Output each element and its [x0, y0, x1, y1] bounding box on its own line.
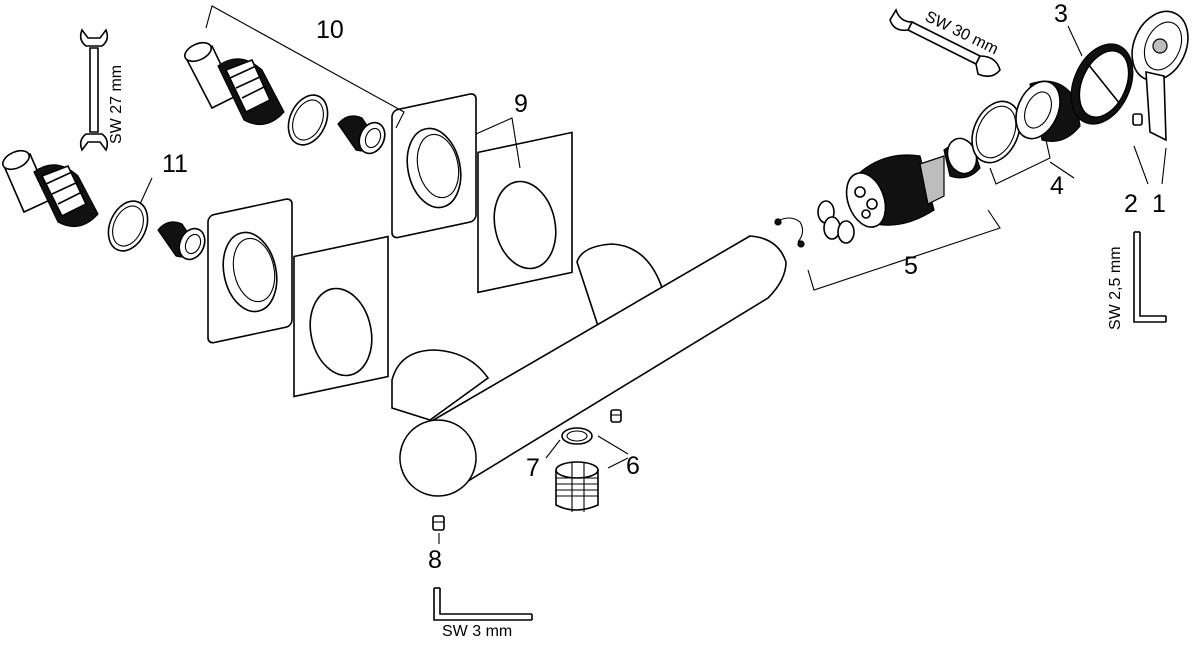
leader-lines — [139, 5, 1167, 544]
hex-key-sw25-icon — [1133, 231, 1167, 323]
tool-label-sw27: SW 27 mm — [108, 65, 125, 144]
check-valve-lower — [157, 221, 206, 261]
tool-label-sw25: SW 2,5 mm — [1107, 246, 1124, 330]
callout-6: 6 — [626, 452, 640, 480]
escutcheon-back-1 — [391, 93, 477, 239]
escutcheon-back-2 — [477, 131, 573, 294]
callout-1: 1 — [1152, 190, 1166, 218]
adapter-ring — [1015, 80, 1081, 142]
check-valve-upper — [337, 115, 386, 155]
cartridge-nut — [943, 137, 981, 179]
wrench-sw27-icon — [79, 28, 109, 152]
callout-7: 7 — [526, 454, 540, 482]
handle-grub-screw — [1132, 113, 1143, 126]
lever-handle — [1131, 10, 1189, 142]
callout-9: 9 — [514, 90, 528, 118]
escutcheon-front-1 — [207, 198, 293, 344]
o-ring-upper — [287, 94, 329, 146]
outlet-nipple — [555, 461, 599, 512]
cartridge — [845, 154, 945, 228]
callout-3: 3 — [1054, 0, 1068, 28]
tool-label-sw3: SW 3 mm — [442, 623, 512, 640]
mixer-body — [391, 235, 787, 497]
outlet-o-ring — [561, 427, 593, 445]
o-ring-large — [971, 100, 1021, 164]
escutcheon-front-2 — [293, 235, 389, 398]
eccentric-connector-upper — [184, 41, 285, 126]
callout-10: 10 — [316, 16, 344, 44]
o-ring-lower — [107, 200, 149, 252]
callout-2: 2 — [1124, 190, 1138, 218]
callout-4: 4 — [1050, 172, 1064, 200]
cartridge-seals — [774, 200, 855, 248]
eccentric-connector-lower — [2, 149, 99, 228]
callout-11: 11 — [162, 150, 188, 178]
hex-key-sw3-icon — [433, 587, 533, 621]
callout-8: 8 — [428, 546, 442, 574]
callout-5: 5 — [904, 252, 918, 280]
outlet-grub-screw — [610, 409, 622, 423]
wrench-sw30-icon — [889, 8, 1001, 78]
handle-rosette — [1070, 43, 1134, 125]
body-grub-screw — [432, 515, 445, 531]
